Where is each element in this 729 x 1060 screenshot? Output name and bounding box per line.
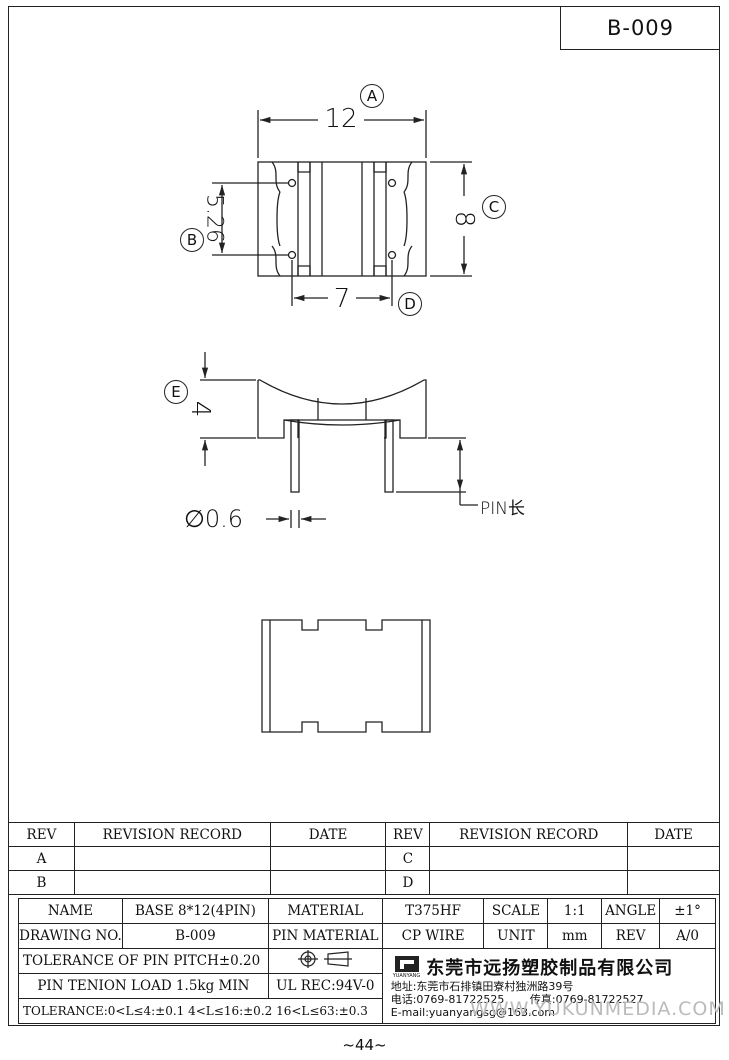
angle-value: ±1° bbox=[659, 898, 716, 924]
pin-material-label: PIN MATERIAL bbox=[267, 923, 383, 949]
pin-material-value: CP WIRE bbox=[381, 923, 485, 949]
watermark: WWW.YUKUNMEDIA.COM bbox=[470, 998, 726, 1020]
dim-e-balloon: E bbox=[164, 380, 188, 404]
company-logo: YUANYANG bbox=[392, 955, 421, 979]
rev-header: REV bbox=[8, 822, 75, 847]
table-row: A C bbox=[8, 846, 720, 871]
pin-diameter-label: ∅0.6 bbox=[184, 505, 244, 533]
table-row: B D bbox=[8, 870, 720, 895]
rev-value: A/0 bbox=[659, 923, 716, 949]
side-view bbox=[200, 352, 478, 528]
angle-label: ANGLE bbox=[601, 898, 661, 924]
rev-cell: B bbox=[8, 870, 75, 895]
dim-b-value: 5.26 bbox=[201, 194, 227, 243]
name-label: NAME bbox=[18, 898, 123, 924]
date-header: DATE bbox=[627, 822, 720, 847]
yuanyang-logo-icon bbox=[394, 955, 419, 972]
scale-label: SCALE bbox=[483, 898, 549, 924]
name-value: BASE 8*12(4PIN) bbox=[121, 898, 269, 924]
drawing-no-value: B-009 bbox=[121, 923, 269, 949]
page-number: ~44~ bbox=[342, 1036, 387, 1054]
company-phone-fax: 电话:0769-81722525 传真:0769-81722527 bbox=[383, 992, 714, 1006]
dim-b-balloon: B bbox=[180, 228, 204, 252]
dim-a-value: 12 bbox=[324, 104, 358, 134]
rev-cell: A bbox=[8, 846, 75, 871]
material-value: T375HF bbox=[381, 898, 485, 924]
revision-table: REV REVISION RECORD DATE REV REVISION RE… bbox=[8, 822, 720, 895]
company-email: E-mail:yuanyangsg@163.com bbox=[390, 1005, 556, 1019]
title-block: NAME BASE 8*12(4PIN) MATERIAL T375HF SCA… bbox=[18, 898, 717, 1024]
logo-caption: YUANYANG bbox=[392, 972, 421, 979]
pin-tension-load: PIN TENION LOAD 1.5kg MIN bbox=[18, 973, 269, 999]
pin-length-label: PIN长 bbox=[480, 499, 525, 519]
general-tolerance: TOLERANCE:0<L≤4:±0.1 4<L≤16:±0.2 16<L≤63… bbox=[18, 998, 383, 1024]
rev-label: REV bbox=[601, 923, 661, 949]
dim-d-balloon: D bbox=[398, 292, 422, 316]
ul-rec: UL REC:94V-0 bbox=[267, 973, 383, 999]
date-header: DATE bbox=[269, 822, 387, 847]
drawing-no-label: DRAWING NO. bbox=[18, 923, 123, 949]
company-fax: 传真:0769-81722527 bbox=[529, 992, 644, 1006]
bottom-view bbox=[261, 619, 431, 733]
dim-d-value: 7 bbox=[333, 284, 351, 314]
rev-header: REV bbox=[385, 822, 431, 847]
symbols-cell bbox=[267, 948, 383, 974]
rev-cell: C bbox=[385, 846, 431, 871]
unit-value: mm bbox=[547, 923, 603, 949]
company-tel: 电话:0769-81722525 bbox=[390, 992, 505, 1006]
top-view bbox=[212, 110, 472, 306]
revision-record-header: REVISION RECORD bbox=[73, 822, 271, 847]
material-label: MATERIAL bbox=[267, 898, 383, 924]
rev-cell: D bbox=[385, 870, 431, 895]
dim-a-balloon: A bbox=[360, 84, 384, 108]
unit-label: UNIT bbox=[483, 923, 549, 949]
scale-value: 1:1 bbox=[547, 898, 603, 924]
company-name: 东莞市远扬塑胶制品有限公司 bbox=[426, 957, 674, 979]
dim-c-balloon: C bbox=[482, 195, 506, 219]
dim-c-value: 8 bbox=[449, 210, 479, 228]
drawing-sheet-border bbox=[8, 6, 720, 1026]
revision-record-header: REVISION RECORD bbox=[429, 822, 629, 847]
company-block: YUANYANG 东莞市远扬塑胶制品有限公司 地址:东莞市石排镇田寮村独洲路39… bbox=[381, 948, 717, 1024]
projection-symbol-icon bbox=[298, 950, 353, 968]
dim-e-value: 4 bbox=[185, 400, 215, 418]
document-number: B-009 bbox=[560, 6, 720, 50]
pin-pitch-tolerance: TOLERANCE OF PIN PITCH±0.20 bbox=[18, 948, 269, 974]
company-address: 地址:东莞市石排镇田寮村独洲路39号 bbox=[390, 979, 574, 993]
